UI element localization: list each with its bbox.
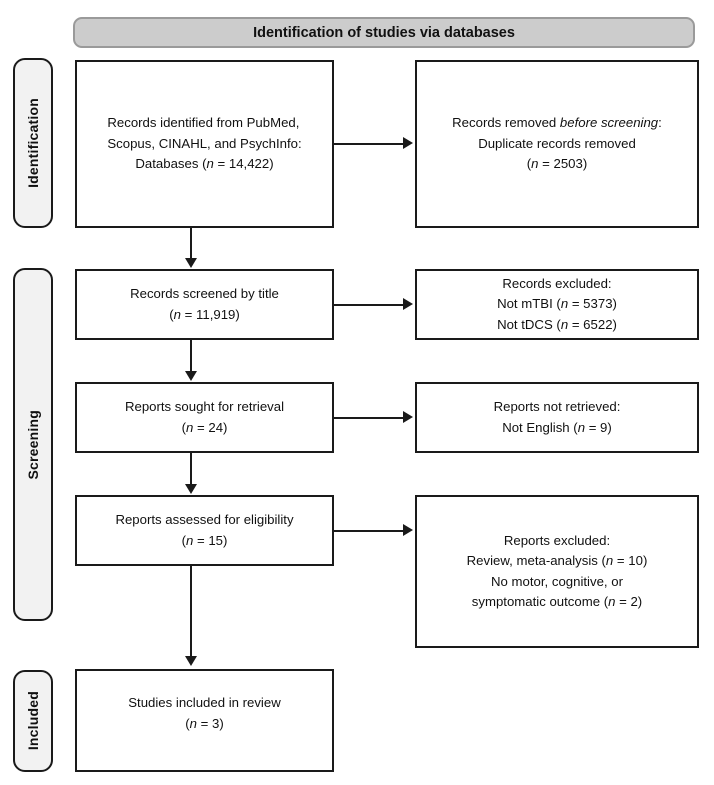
box-records-identified-text: Records identified from PubMed, Scopus, …: [107, 113, 301, 174]
box-line-count: (n = 15): [181, 532, 228, 548]
box-line: Records identified from PubMed,: [107, 115, 300, 131]
box-line: Studies included in review: [128, 695, 281, 711]
box-line: Scopus, CINAHL, and PsychInfo:: [107, 135, 302, 151]
box-records-screened: Records screened by title (n = 11,919): [75, 269, 334, 340]
box-line-count: (n = 24): [181, 419, 228, 435]
connector-sought-to-assessed: [190, 453, 192, 486]
box-reports-excluded-text: Reports excluded: Review, meta-analysis …: [467, 531, 648, 613]
box-records-screened-text: Records screened by title (n = 11,919): [130, 284, 279, 325]
box-line-count: (n = 3): [185, 715, 224, 731]
box-records-excluded: Records excluded: Not mTBI (n = 5373) No…: [415, 269, 699, 340]
section-banner-identification: Identification of studies via databases: [73, 17, 695, 48]
box-line-count: (n = 11,919): [169, 306, 240, 322]
box-line: Records screened by title: [130, 286, 279, 302]
stage-label-identification: Identification: [13, 58, 53, 228]
box-reports-not-retrieved: Reports not retrieved: Not English (n = …: [415, 382, 699, 453]
box-heading: Records excluded:: [502, 275, 612, 291]
connector-assessed-to-excluded: [334, 530, 404, 532]
box-studies-included-text: Studies included in review (n = 3): [128, 693, 280, 734]
stage-label-included: Included: [13, 670, 53, 772]
arrowhead-identified-to-removed: [403, 137, 413, 149]
box-reports-sought-text: Reports sought for retrieval (n = 24): [125, 397, 284, 438]
arrowhead-assessed-to-excluded: [403, 524, 413, 536]
box-line-count: (n = 2503): [526, 156, 588, 172]
box-records-removed: Records removed before screening: Duplic…: [415, 60, 699, 228]
stage-label-included-text: Included: [25, 691, 41, 751]
box-records-removed-text: Records removed before screening: Duplic…: [452, 113, 662, 174]
arrowhead-assessed-to-included: [185, 656, 197, 666]
box-reports-assessed-text: Reports assessed for eligibility (n = 15…: [115, 510, 293, 551]
box-reports-excluded: Reports excluded: Review, meta-analysis …: [415, 495, 699, 648]
stage-label-screening: Screening: [13, 268, 53, 621]
box-line: Duplicate records removed: [478, 135, 636, 151]
box-studies-included: Studies included in review (n = 3): [75, 669, 334, 772]
arrowhead-sought-to-not-retrieved: [403, 411, 413, 423]
connector-identified-to-screened: [190, 228, 192, 261]
box-reports-assessed: Reports assessed for eligibility (n = 15…: [75, 495, 334, 566]
arrowhead-identified-to-screened: [185, 258, 197, 268]
section-banner-label: Identification of studies via databases: [253, 24, 515, 41]
box-records-excluded-text: Records excluded: Not mTBI (n = 5373) No…: [497, 274, 617, 335]
box-heading: Reports excluded:: [503, 532, 611, 548]
box-line: Not mTBI (n = 5373): [497, 296, 617, 312]
box-line: Review, meta-analysis (n = 10): [466, 553, 648, 569]
box-records-identified: Records identified from PubMed, Scopus, …: [75, 60, 334, 228]
box-heading: Reports not retrieved:: [493, 399, 621, 415]
arrowhead-sought-to-assessed: [185, 484, 197, 494]
connector-assessed-to-included: [190, 566, 192, 658]
connector-sought-to-not-retrieved: [334, 417, 404, 419]
arrowhead-screened-to-sought: [185, 371, 197, 381]
box-line-count: Databases (n = 14,422): [135, 156, 274, 172]
box-line: No motor, cognitive, or: [491, 573, 623, 589]
box-line: symptomatic outcome (n = 2): [471, 593, 643, 609]
box-reports-sought: Reports sought for retrieval (n = 24): [75, 382, 334, 453]
connector-screened-to-sought: [190, 340, 192, 373]
box-reports-not-retrieved-text: Reports not retrieved: Not English (n = …: [494, 397, 621, 438]
stage-label-identification-text: Identification: [25, 98, 41, 188]
stage-label-screening-text: Screening: [25, 409, 41, 480]
connector-screened-to-excluded: [334, 304, 404, 306]
box-line: Not tDCS (n = 6522): [497, 316, 617, 332]
box-line: Not English (n = 9): [502, 419, 612, 435]
box-line: Reports sought for retrieval: [124, 399, 285, 415]
connector-identified-to-removed: [334, 143, 404, 145]
box-line: Records removed before screening:: [452, 115, 662, 131]
box-line: Reports assessed for eligibility: [115, 512, 294, 528]
arrowhead-screened-to-excluded: [403, 298, 413, 310]
